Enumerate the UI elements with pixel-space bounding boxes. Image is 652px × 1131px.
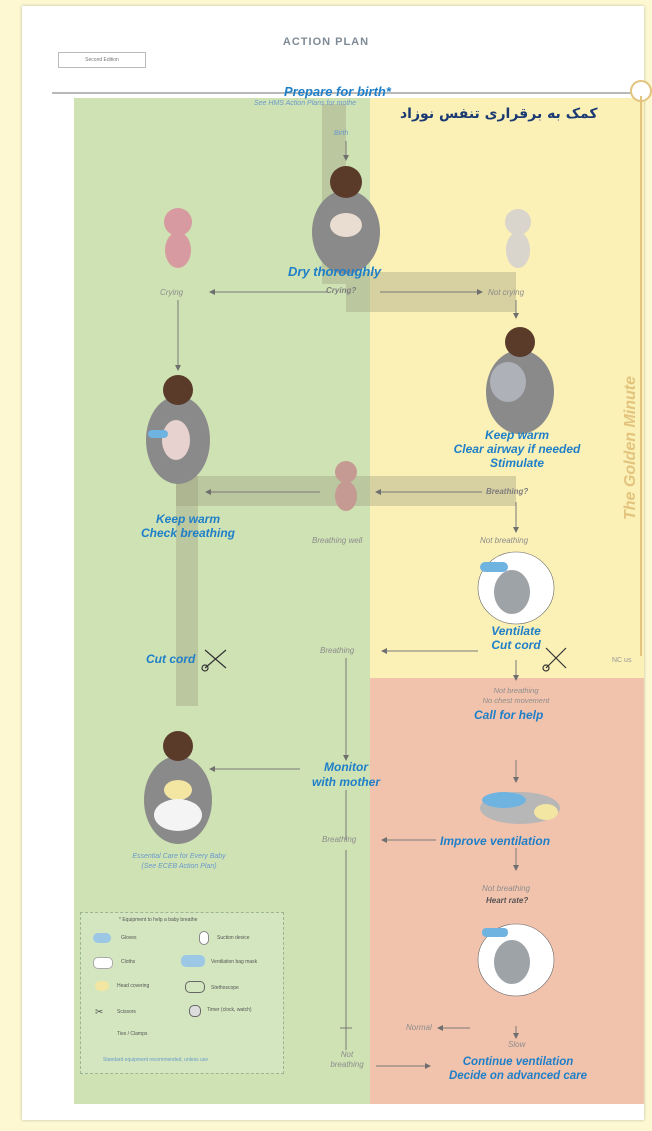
bag-mask-icon bbox=[181, 955, 205, 967]
scissors-icon bbox=[202, 650, 226, 671]
continue-ventilation: Continue ventilation Decide on advanced … bbox=[420, 1055, 616, 1083]
timer-icon bbox=[189, 1005, 201, 1017]
legend-cloths: Cloths bbox=[121, 959, 135, 965]
mother-drying-icon bbox=[312, 166, 380, 274]
decide-advanced-care: Decide on advanced care bbox=[420, 1069, 616, 1083]
breathing-label-2: Breathing bbox=[322, 835, 356, 844]
legend-ties-clamps: Ties / Clamps bbox=[117, 1031, 147, 1037]
breathing-question: Breathing? bbox=[486, 487, 528, 496]
not-label: Not bbox=[322, 1050, 372, 1060]
legend-bag-mask: Ventilation bag mask bbox=[211, 959, 257, 965]
call-for-help: Call for help bbox=[474, 708, 543, 722]
mother-with-baby-icon bbox=[144, 731, 212, 844]
not-breathing-bottom: Not breathing bbox=[322, 1050, 372, 1070]
keep-warm-left-2: Check breathing bbox=[118, 526, 258, 540]
keep-warm-left: Keep warm Check breathing bbox=[118, 512, 258, 540]
heart-rate-check-icon bbox=[478, 924, 554, 996]
legend-scissors: Scissors bbox=[117, 1009, 136, 1015]
essential-care: Essential Care for Every Baby (See ECEB … bbox=[104, 852, 254, 872]
breathing-well-label: Breathing well bbox=[312, 536, 362, 545]
improve-ventilation: Improve ventilation bbox=[440, 834, 550, 848]
normal-label: Normal bbox=[406, 1023, 432, 1032]
legend-footer: Standard equipment recommended, unless u… bbox=[103, 1057, 208, 1063]
legend-suction: Suction device bbox=[217, 935, 250, 941]
dry-thoroughly: Dry thoroughly bbox=[288, 264, 381, 279]
gloves-icon bbox=[93, 933, 111, 943]
no-chest-movement: No chest movement bbox=[458, 696, 574, 706]
crying-question: Crying? bbox=[326, 286, 356, 295]
legend-timer: Timer (clock, watch) bbox=[207, 1007, 252, 1013]
not-crying-label: Not crying bbox=[488, 288, 524, 297]
birth-label: Birth bbox=[334, 130, 348, 137]
suction-icon bbox=[199, 931, 209, 945]
ventilate-node: Ventilate Cut cord bbox=[468, 624, 564, 652]
scissors-legend-icon: ✂ bbox=[95, 1007, 103, 1018]
breathing-baby-icon bbox=[335, 461, 357, 511]
prepare-for-birth: Prepare for birth* bbox=[284, 84, 391, 99]
crying-baby-icon bbox=[164, 208, 192, 268]
legend-title: * Equipment to help a baby breathe bbox=[119, 917, 197, 923]
monitor-with-mother: Monitor with mother bbox=[298, 760, 394, 790]
legend-gloves: Gloves bbox=[121, 935, 137, 941]
improve-ventilation-icon bbox=[480, 792, 560, 824]
essential-care-2: (See ECEB Action Plan) bbox=[104, 862, 254, 872]
heart-rate-question: Heart rate? bbox=[486, 896, 528, 905]
continue-ventilation-1: Continue ventilation bbox=[420, 1055, 616, 1069]
keep-warm-right-3: Stimulate bbox=[432, 456, 602, 470]
legend-head-covering: Head covering bbox=[117, 983, 149, 989]
head-covering-icon bbox=[95, 981, 109, 991]
keep-warm-right-2: Clear airway if needed bbox=[432, 442, 602, 456]
mother-stimulating-icon bbox=[486, 327, 554, 434]
not-breathing-label-2: Not breathing bbox=[458, 686, 574, 696]
cloths-icon bbox=[93, 957, 113, 969]
breathing-label-1: Breathing bbox=[320, 646, 354, 655]
keep-warm-right: Keep warm Clear airway if needed Stimula… bbox=[432, 428, 602, 470]
essential-care-1: Essential Care for Every Baby bbox=[104, 852, 254, 862]
not-breathing-label-1: Not breathing bbox=[480, 536, 528, 545]
ventilate-label: Ventilate bbox=[468, 624, 564, 638]
keep-warm-right-1: Keep warm bbox=[432, 428, 602, 442]
keep-warm-left-1: Keep warm bbox=[118, 512, 258, 526]
slow-label: Slow bbox=[508, 1040, 525, 1049]
ventilate-cut-cord: Cut cord bbox=[468, 638, 564, 652]
mother-skin-to-skin-icon bbox=[146, 375, 210, 484]
equipment-legend: * Equipment to help a baby breathe Glove… bbox=[80, 912, 284, 1074]
with-mother-label: with mother bbox=[298, 775, 394, 790]
prepare-subtext: See HMS Action Plans for mothe bbox=[254, 100, 356, 107]
pale-baby-icon bbox=[505, 209, 531, 268]
crying-label: Crying bbox=[160, 288, 183, 297]
stethoscope-icon bbox=[185, 981, 205, 993]
breathing-label-3: breathing bbox=[322, 1060, 372, 1070]
ventilation-icon bbox=[478, 552, 554, 624]
monitor-label: Monitor bbox=[298, 760, 394, 775]
cut-cord-left: Cut cord bbox=[146, 652, 195, 666]
not-breathing-chest: Not breathing No chest movement bbox=[458, 686, 574, 706]
not-breathing-label-3: Not breathing bbox=[482, 884, 530, 893]
legend-stethoscope: Stethoscope bbox=[211, 985, 239, 991]
